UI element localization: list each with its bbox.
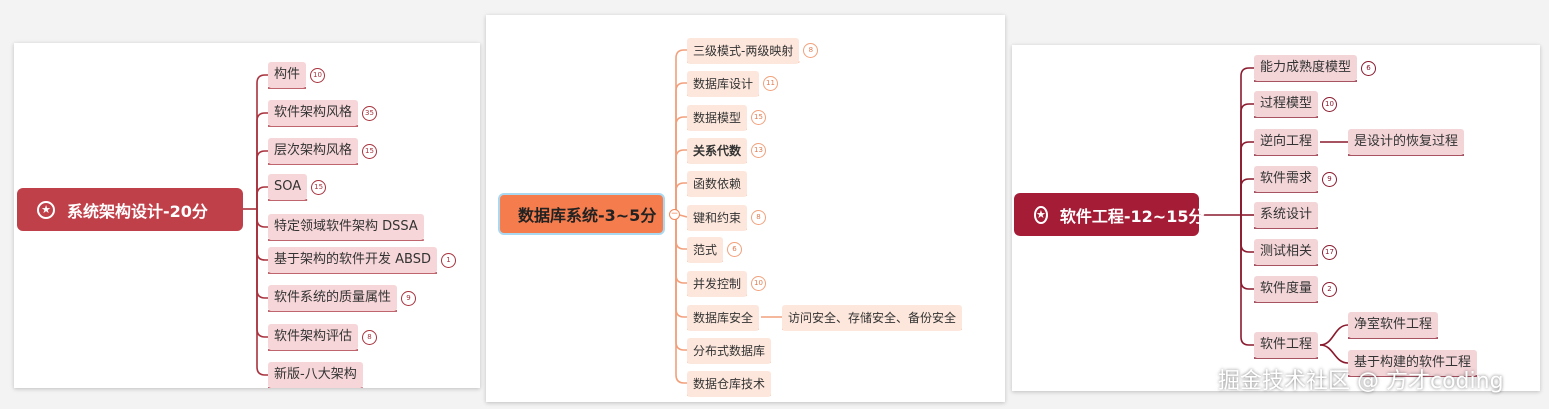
- mindmap-child-node[interactable]: SOA: [268, 174, 308, 200]
- mindmap-child-node[interactable]: 过程模型: [1254, 91, 1319, 117]
- mindmap-child-node[interactable]: 数据库安全: [687, 305, 760, 331]
- child-connector: [256, 74, 268, 209]
- child-connector: [675, 149, 687, 214]
- mindmap-child-node[interactable]: 软件架构评估: [268, 324, 359, 350]
- count-badge: 15: [751, 110, 766, 125]
- mindmap-subchild-node[interactable]: 访问安全、存储安全、备份安全: [782, 305, 963, 331]
- count-badge: 15: [311, 180, 327, 195]
- subchild-connector: [1319, 344, 1349, 364]
- child-connector: [256, 209, 268, 338]
- star-icon: ★: [1034, 205, 1048, 224]
- mindmap-child-node[interactable]: 数据仓库技术: [687, 371, 772, 397]
- mindmap-child-node[interactable]: 软件度量: [1254, 276, 1319, 302]
- child-connector: [256, 209, 268, 299]
- count-badge: 8: [803, 43, 819, 58]
- root-label: 系统架构设计-20分: [67, 201, 208, 221]
- child-connector: [675, 214, 687, 384]
- child-connector: [1240, 215, 1254, 346]
- mindmap-child-node[interactable]: 数据库设计: [687, 71, 760, 97]
- count-badge: 6: [1361, 61, 1376, 76]
- mindmap-child-node[interactable]: 系统设计: [1254, 202, 1319, 228]
- child-connector: [675, 214, 687, 318]
- mindmap-child-node[interactable]: 能力成熟度模型: [1254, 55, 1358, 81]
- count-badge: 9: [401, 291, 416, 306]
- child-connector: [675, 49, 687, 214]
- count-badge: 35: [362, 106, 377, 121]
- mindmap-child-node[interactable]: 范式: [687, 237, 724, 263]
- mindmap-subchild-node[interactable]: 净室软件工程: [1348, 312, 1439, 338]
- subchild-connector: [1319, 324, 1349, 346]
- mindmap-child-node[interactable]: 软件需求: [1254, 166, 1319, 192]
- count-badge: 2: [1322, 282, 1337, 297]
- mindmap-child-node[interactable]: 测试相关: [1254, 239, 1319, 265]
- child-connector: [256, 209, 268, 376]
- mindmap-subchild-node[interactable]: 是设计的恢复过程: [1348, 129, 1465, 155]
- mindmap-child-node[interactable]: 分布式数据库: [687, 338, 772, 364]
- child-connector: [1240, 215, 1254, 290]
- mindmap-child-node[interactable]: 基于架构的软件开发 ABSD: [268, 247, 437, 273]
- mindmap-child-node[interactable]: 并发控制: [687, 271, 748, 297]
- mindmap-child-node[interactable]: 软件工程: [1254, 332, 1319, 358]
- child-connector: [675, 214, 687, 284]
- count-badge: 11: [763, 76, 778, 91]
- star-icon: ★: [37, 200, 55, 219]
- count-badge: 13: [751, 143, 766, 158]
- count-badge: 15: [362, 144, 377, 159]
- mindmap-subchild-node[interactable]: 基于构建的软件工程: [1348, 350, 1478, 376]
- mindmap-child-node[interactable]: 新版-八大架构: [268, 362, 363, 388]
- count-badge: 8: [362, 330, 377, 345]
- child-connector: [1240, 103, 1254, 215]
- mindmap-child-node[interactable]: 构件: [268, 62, 307, 88]
- mindmap-root-node[interactable]: ★ 系统架构设计-20分: [17, 188, 243, 231]
- root-label: 数据库系统-3~5分: [518, 206, 657, 225]
- child-connector: [1240, 178, 1254, 215]
- count-badge: 9: [1322, 172, 1337, 187]
- count-badge: 1: [440, 253, 456, 268]
- mindmap-child-node[interactable]: 软件架构风格: [268, 100, 359, 126]
- child-connector: [256, 209, 268, 261]
- mindmap-child-node[interactable]: 三级模式-两级映射: [687, 38, 800, 64]
- mindmap-child-node[interactable]: 数据模型: [687, 105, 748, 131]
- count-badge: 10: [310, 68, 325, 83]
- child-connector: [1240, 215, 1254, 253]
- count-badge: 8: [751, 210, 766, 225]
- mindmap-child-node[interactable]: 特定领域软件架构 DSSA: [268, 214, 424, 240]
- mindmap-child-node[interactable]: 函数依赖: [687, 171, 748, 197]
- mindmap-child-node[interactable]: 软件系统的质量属性: [268, 285, 398, 311]
- child-connector: [256, 186, 268, 209]
- child-connector: [256, 112, 268, 209]
- child-connector: [256, 150, 268, 209]
- count-badge: 10: [1322, 97, 1337, 112]
- child-connector: [1240, 67, 1254, 215]
- count-badge: 6: [727, 242, 742, 257]
- count-badge: 17: [1322, 245, 1337, 260]
- child-connector: [256, 209, 268, 228]
- mindmap-child-node[interactable]: 关系代数: [687, 138, 748, 164]
- child-connector: [675, 214, 687, 351]
- mindmap-child-node[interactable]: 层次架构风格: [268, 138, 359, 164]
- child-connector: [675, 116, 687, 214]
- mindmap-root-node[interactable]: 数据库系统-3~5分: [498, 193, 665, 235]
- mindmap-root-node[interactable]: ★ 软件工程-12~15分: [1014, 193, 1204, 236]
- child-connector: [1240, 141, 1254, 215]
- root-label: 软件工程-12~15分: [1059, 206, 1205, 226]
- child-connector: [675, 214, 687, 250]
- collapse-toggle-icon[interactable]: −: [669, 209, 680, 220]
- child-connector: [675, 82, 687, 214]
- mindmap-child-node[interactable]: 逆向工程: [1254, 129, 1319, 155]
- count-badge: 10: [751, 276, 766, 291]
- watermark-text: 掘金技术社区 @ 方才coding: [1218, 369, 1504, 394]
- mindmap-child-node[interactable]: 键和约束: [687, 205, 748, 231]
